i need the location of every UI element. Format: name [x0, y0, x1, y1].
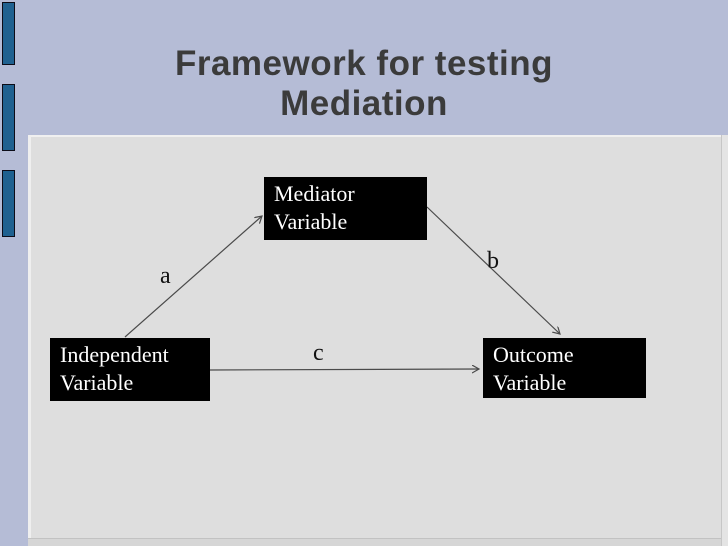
slide-title-line-2: Mediation: [280, 84, 448, 123]
decorative-bar-2: [2, 84, 15, 151]
node-independent-line-2: Variable: [60, 370, 134, 395]
slide-title: Framework for testing Mediation: [0, 44, 728, 124]
decorative-bar-3: [2, 170, 15, 237]
node-outcome-line-2: Variable: [493, 370, 567, 395]
panel-bottom-edge: [28, 538, 728, 546]
panel-right-edge: [721, 135, 728, 546]
node-mediator-variable: Mediator Variable: [264, 177, 427, 240]
node-outcome-variable: Outcome Variable: [483, 338, 646, 398]
node-mediator-line-2: Variable: [274, 209, 348, 234]
slide-title-line-1: Framework for testing: [174, 44, 554, 83]
node-independent-line-1: Independent: [60, 342, 169, 367]
node-mediator-line-1: Mediator: [274, 181, 355, 206]
node-outcome-line-1: Outcome: [493, 342, 574, 367]
edge-label-c: c: [313, 340, 324, 366]
node-independent-variable: Independent Variable: [50, 338, 210, 401]
decorative-bar-1: [2, 2, 15, 65]
edge-label-a: a: [160, 263, 171, 289]
edge-label-b: b: [487, 248, 499, 274]
